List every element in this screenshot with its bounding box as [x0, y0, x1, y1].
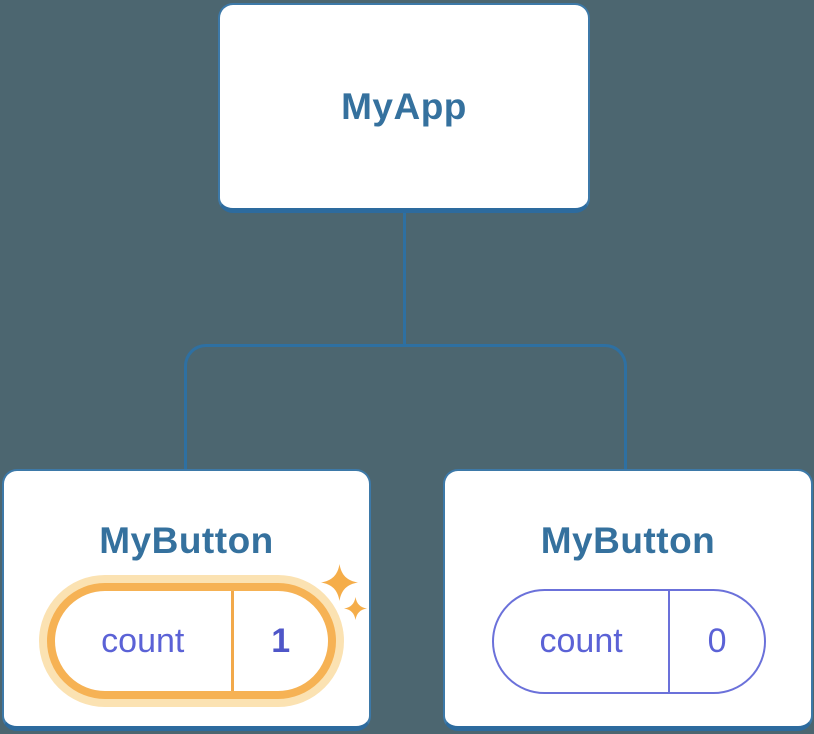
state-key-label: count [539, 622, 623, 660]
state-key-label: count [101, 621, 185, 660]
state-pill-highlighted: count 1 [47, 583, 336, 699]
pill-divider [230, 591, 234, 691]
children-connector-bracket [184, 344, 627, 470]
root-connector-line [403, 211, 406, 347]
sparkle-icon [321, 564, 358, 601]
tree-node-mybutton-left: MyButton count 1 [2, 469, 371, 731]
sparkle-icon [344, 597, 367, 620]
state-pill: count 0 [492, 589, 766, 694]
node-label: MyButton [540, 520, 716, 561]
pill-divider [668, 591, 671, 692]
node-label: MyButton [99, 520, 274, 561]
state-value: 1 [271, 621, 291, 660]
tree-node-mybutton-right: MyButton count 0 [443, 469, 813, 731]
tree-node-myapp: MyApp [218, 3, 590, 213]
node-label: MyApp [341, 85, 467, 127]
state-value: 0 [707, 622, 727, 660]
